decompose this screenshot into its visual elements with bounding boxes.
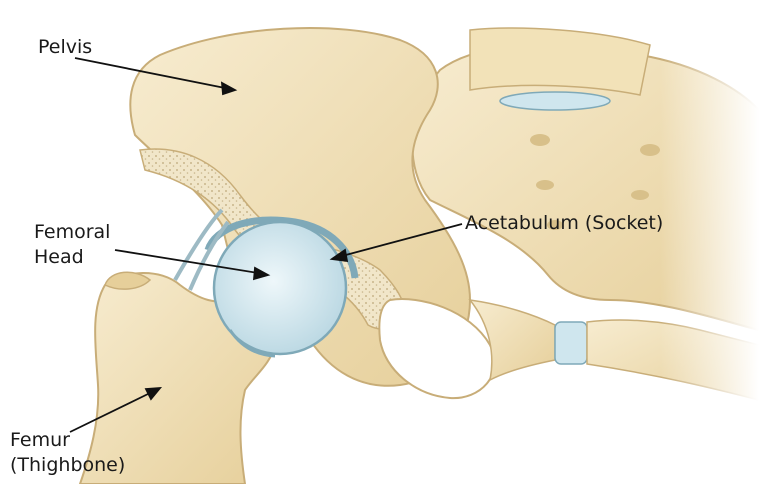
femoral-head xyxy=(214,222,346,356)
femur-label: Femur (Thighbone) xyxy=(10,428,125,478)
femoral-head-label: Femoral Head xyxy=(34,220,110,270)
femur-label-line1: Femur xyxy=(10,428,125,453)
femur-label-line2: (Thighbone) xyxy=(10,453,125,478)
femoral-head-label-line1: Femoral xyxy=(34,220,110,245)
pelvis-label: Pelvis xyxy=(38,35,92,60)
acetabulum-label: Acetabulum (Socket) xyxy=(465,211,663,236)
edge-fade xyxy=(660,0,759,484)
femoral-head-label-line2: Head xyxy=(34,245,110,270)
